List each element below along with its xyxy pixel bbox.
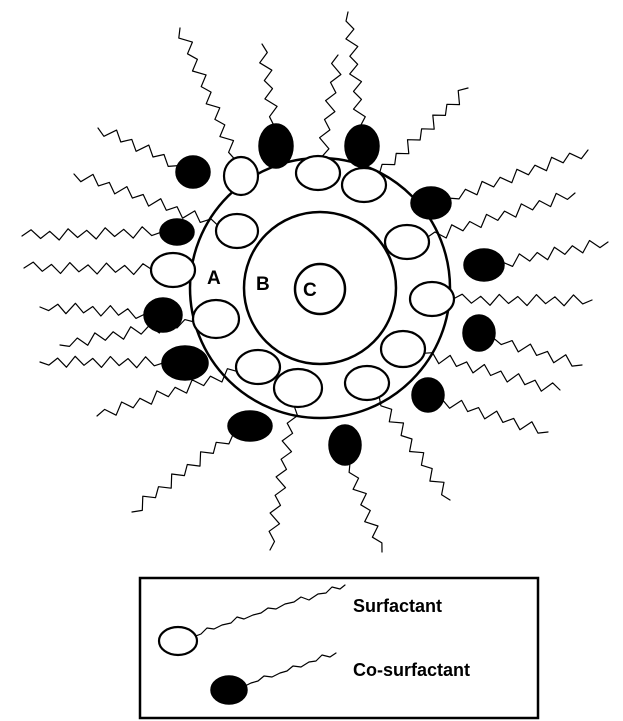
cosurfactant-right-lower-head (462, 314, 496, 352)
cosurfactant-left-head (143, 297, 183, 333)
legend-cosurfactant-label: Co-surfactant (353, 660, 470, 680)
surfactant-left-outer-head (149, 251, 197, 289)
surfactant-right-head (408, 280, 456, 318)
surfactant-top-left-outer-head (222, 155, 260, 197)
cosurfactant-upper-left-tail (97, 127, 179, 167)
cosurfactant-lower-left-tail (131, 433, 234, 513)
region-label-c: C (303, 280, 317, 301)
legend-box: Surfactant Co-surfactant (138, 576, 540, 720)
legend-surfactant-head-icon (157, 625, 199, 657)
surfactant-top-right-tail (378, 87, 469, 175)
surfactant-bottom-right-head (343, 364, 391, 402)
surfactant-right-upper-head (383, 223, 431, 261)
surfactant-left-upper-tail (73, 173, 219, 227)
molecule-heads (143, 123, 505, 466)
legend-surfactant-tail (192, 584, 346, 638)
region-label-a: A (207, 268, 221, 289)
cosurfactant-right-upper-tail (448, 149, 589, 200)
cosurfactant-top-left-a-head (258, 123, 294, 169)
cosurfactant-top-left-a-tail (259, 43, 278, 126)
surfactant-bottom-right-tail (378, 395, 451, 501)
surfactant-top-right-head (340, 166, 388, 204)
surfactant-lower-left-tail (96, 368, 239, 417)
cosurfactant-left-lower-tail (39, 355, 164, 369)
surfactant-left-upper-head (214, 212, 260, 250)
cosurfactant-left-tail (39, 302, 146, 319)
cosurfactant-right-head (463, 248, 505, 282)
surfactant-top-tail (319, 54, 342, 158)
surfactant-lower-left-head (234, 348, 282, 386)
cosurfactant-top-right-a-tail (345, 11, 366, 127)
inner-core-boundary (293, 262, 347, 316)
cosurfactant-right-upper-head (410, 186, 452, 220)
legend-surfactant-label: Surfactant (353, 596, 442, 616)
surfactant-right-lower-head (379, 329, 427, 369)
surfactant-left-lower-head (191, 298, 241, 340)
legend-frame (138, 576, 540, 720)
cosurfactant-right-lower-tail (492, 337, 583, 367)
cosurfactant-bottom-head (328, 424, 362, 466)
surfactant-bottom-left-head (272, 367, 324, 409)
surfactant-left-outer-tail (23, 261, 153, 276)
legend-cosurfactant-head-icon (210, 675, 248, 705)
cosurfactant-left-lower-head (161, 345, 209, 381)
droplet-core-boundary (242, 210, 398, 366)
cosurfactant-bottom-tail (348, 462, 383, 553)
cosurfactant-left-upper-head (159, 218, 195, 246)
cosurfactant-right-tail (502, 239, 609, 267)
surfactant-bottom-left-tail (268, 405, 299, 551)
surfactant-right-tail (452, 293, 593, 307)
cosurfactant-lower-right-head (411, 377, 445, 413)
cosurfactant-lower-left-head (227, 410, 273, 442)
surfactant-top-head (294, 154, 342, 192)
cosurfactant-top-right-a-head (344, 124, 380, 168)
region-label-b: B (256, 274, 270, 295)
legend-cosurfactant-tail (242, 652, 337, 688)
cosurfactant-lower-right-tail (441, 399, 549, 434)
cosurfactant-left-upper-tail (21, 226, 162, 241)
molecule-tails (21, 11, 609, 553)
surfactant-top-left-outer-tail (178, 27, 236, 160)
surfactant-right-upper-tail (426, 192, 576, 239)
surfactant-right-lower-tail (422, 352, 561, 392)
cosurfactant-upper-left-head (175, 155, 211, 189)
